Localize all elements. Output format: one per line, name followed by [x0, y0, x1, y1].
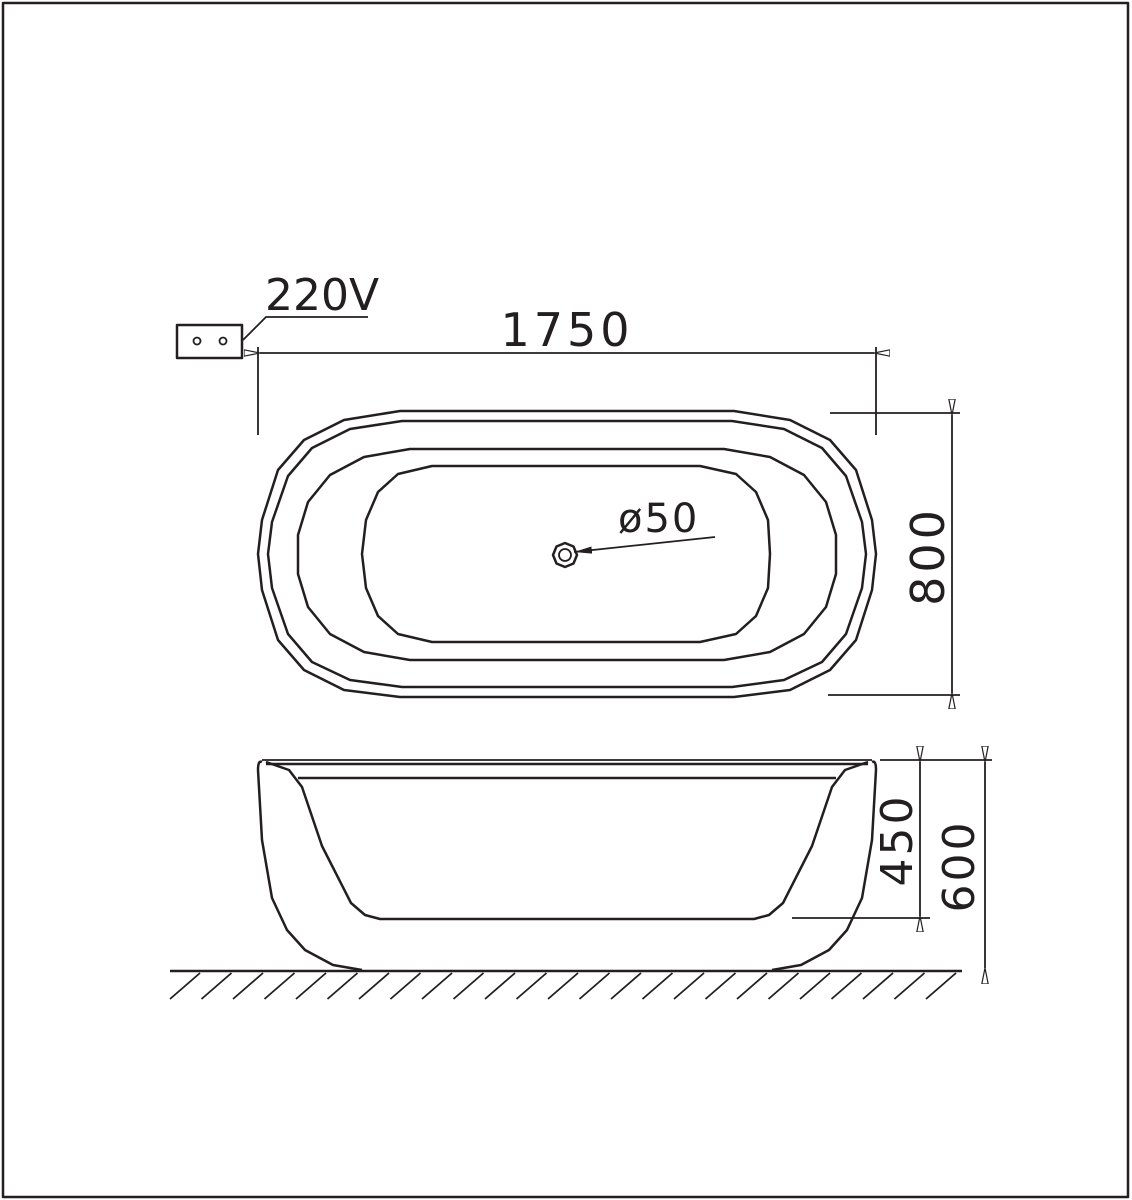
- length-dimension: [258, 347, 876, 435]
- length-label: 1750: [500, 303, 633, 357]
- power-label: 220V: [265, 270, 379, 321]
- floor-hatching: [169, 969, 962, 1000]
- width-label: 800: [901, 506, 955, 606]
- depth-label: 450: [872, 794, 923, 887]
- depth-dimension: [792, 760, 992, 918]
- width-dimension: [828, 413, 960, 695]
- drain-icon: [551, 536, 716, 569]
- power-socket-icon: [175, 316, 368, 360]
- tub-top-view: [256, 409, 878, 699]
- height-label: 600: [934, 820, 985, 913]
- tub-side-view: [256, 759, 878, 972]
- drain-label: ø50: [618, 496, 699, 542]
